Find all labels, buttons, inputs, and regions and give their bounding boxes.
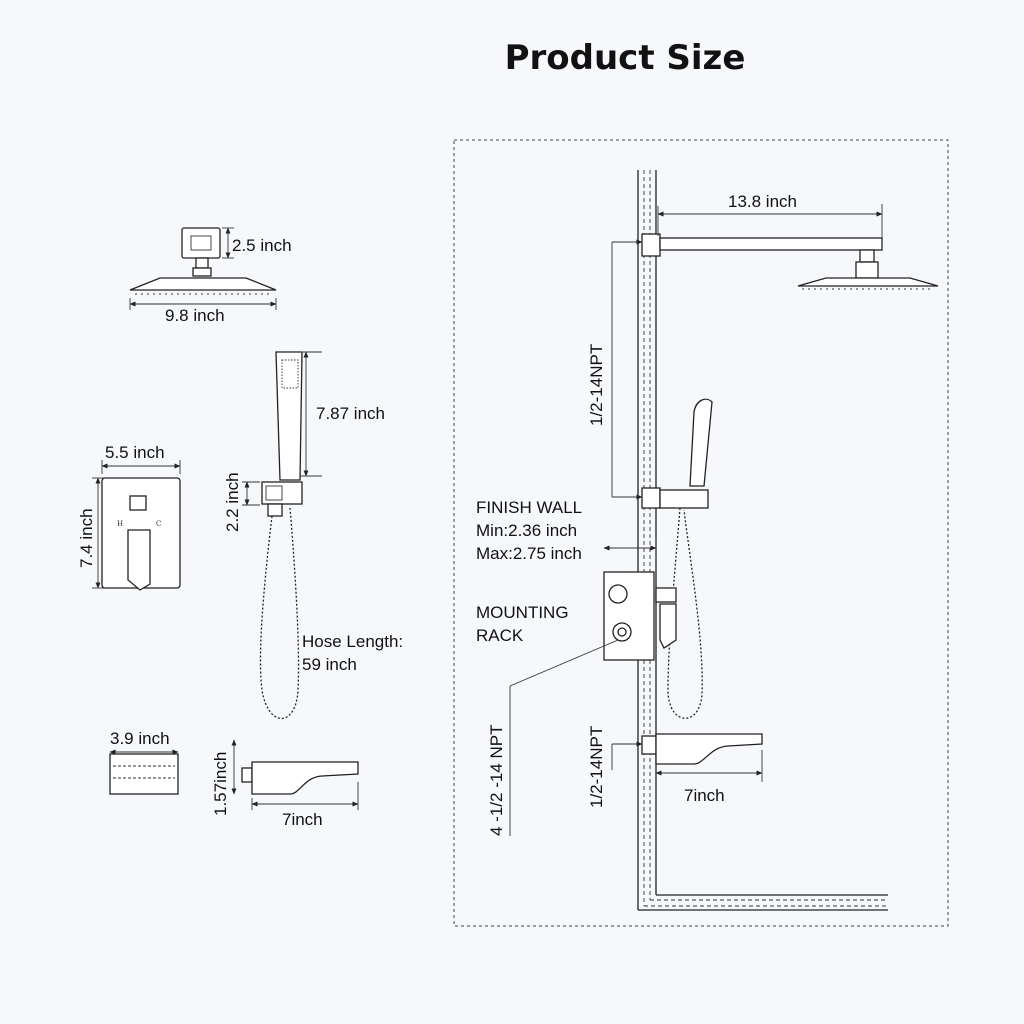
arm-length-label: 13.8 inch [728,192,797,211]
arm-connector-shape [195,257,209,269]
spout-front-view [109,753,179,795]
holder-size-label: 2.2 inch [223,472,242,532]
shower-head-width-label: 9.8 inch [165,306,225,325]
upper-thread-label: 1/2-14NPT [587,344,606,426]
valve-handle [127,529,151,591]
spout-thread [241,767,253,783]
mounting-rack [603,571,655,661]
trim-width-label: 5.5 inch [105,443,165,462]
installation-frame [453,139,949,927]
hose-length-label: Hose Length: [302,632,403,651]
valve-handle [659,603,677,649]
diverter-knob [129,495,147,511]
arm-flange [641,233,661,257]
spout-side-view [251,761,359,795]
page-title: Product Size [504,38,746,78]
rack-thread-label: 4 -1/2 -14 NPT [487,725,506,837]
rack-port-inner [617,627,627,637]
mounting-rack-label-2: RACK [476,626,524,645]
holder-inner [265,485,283,501]
mounting-rack-label-1: MOUNTING [476,603,569,622]
valve-stem [655,587,677,603]
shower-head [797,277,939,287]
spray-face [281,359,299,389]
handheld-drawing: 7.87 inch 2.2 inch Hose Length: 59 inch [223,351,403,719]
hot-mark: H [117,520,123,528]
spout-thread-label: 1/2-14NPT [587,726,606,808]
handheld-shower [689,398,713,487]
wall-flange-inner [190,235,212,251]
spout-length-label: 7inch [282,810,323,829]
handheld-body [275,351,303,481]
swivel-ball-shape [192,267,212,277]
handheld-length-label: 7.87 inch [316,404,385,423]
tub-spout-drawing: 3.9 inch 1.57inch 7inch [109,729,359,829]
valve-trim-drawing: H C 5.5 inch 7.4 inch [77,443,181,591]
finish-wall-min: Min:2.36 inch [476,521,577,540]
rack-port [608,584,628,604]
tub-spout [655,733,763,765]
head-swivel [855,261,879,279]
shower-head-drawing: 2.5 inch 9.8 inch [129,227,292,325]
spout-height-label: 1.57inch [211,752,230,816]
wall-flange-shape [181,227,221,259]
installation-view: 13.8 inch 1/2-14NPT FINISH WALL Min:2.36… [453,139,949,927]
trim-height-label: 7.4 inch [77,508,96,568]
finish-wall-max: Max:2.75 inch [476,544,582,563]
spout-width-label: 3.9 inch [110,729,170,748]
finish-wall-title: FINISH WALL [476,498,582,517]
install-spout-length-label: 7inch [684,786,725,805]
head-connector [859,249,875,263]
cold-mark: C [156,520,161,528]
holder-body [659,489,709,509]
rack-thread-leader [509,639,619,687]
hose-length-value: 59 inch [302,655,357,674]
shower-head-plate [129,277,277,291]
spout-flange [641,735,657,755]
hose-connector [267,503,283,517]
shower-head-arm-height-label: 2.5 inch [232,236,292,255]
holder-flange [641,487,661,509]
hose-shape [259,507,300,719]
shower-arm [659,237,883,251]
